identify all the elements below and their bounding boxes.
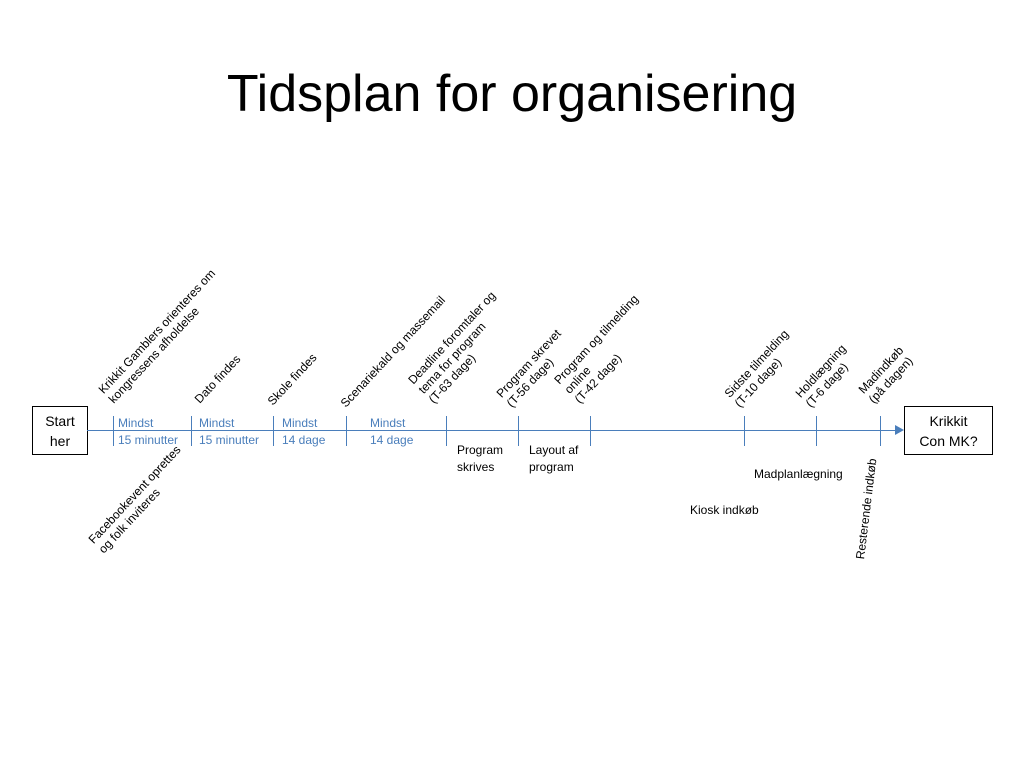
milestone-above: Dato findes	[192, 352, 244, 406]
duration-line: Mindst	[118, 416, 154, 430]
page-title: Tidsplan for organisering	[226, 65, 798, 123]
timeline-tick	[446, 416, 447, 446]
timeline-tick	[518, 416, 519, 446]
duration-line: Mindst	[282, 416, 318, 430]
start-box: Start her	[32, 406, 88, 455]
timeline-tick	[113, 416, 114, 446]
milestone-line: Dato findes	[191, 352, 244, 406]
end-box: Krikkit Con MK?	[904, 406, 993, 455]
activity-label: Kiosk indkøb	[690, 502, 759, 519]
duration-label: Mindst 15 minutter	[118, 415, 178, 449]
milestone-below: Resterende indkøb	[853, 458, 879, 560]
end-box-line: Con MK?	[919, 432, 978, 449]
duration-label: Mindst 14 dage	[370, 415, 413, 449]
timeline-tick	[590, 416, 591, 446]
activity-label: Madplanlægning	[754, 466, 843, 483]
activity-line: Program	[457, 443, 504, 457]
milestone-above: Sidste tilmelding (T-10 dage)	[722, 327, 802, 410]
timeline-arrow-icon	[895, 425, 904, 435]
timeline-axis	[87, 430, 902, 431]
timeline-tick	[744, 416, 745, 446]
start-box-line: her	[49, 432, 71, 449]
duration-line: 14 dage	[370, 433, 414, 447]
duration-line: 15 minutter	[118, 433, 179, 447]
end-box-line: Krikkit	[929, 412, 968, 429]
milestone-line: Resterende indkøb	[853, 457, 880, 560]
milestone-line: online	[561, 363, 594, 397]
activity-label: Program skrives	[457, 442, 503, 476]
duration-line: Mindst	[199, 416, 235, 430]
activity-line: Layout af	[529, 443, 579, 457]
duration-label: Mindst 14 dage	[282, 415, 325, 449]
start-box-line: Start	[45, 412, 75, 429]
milestone-line: og folk inviteres	[95, 485, 163, 556]
timeline-tick	[346, 416, 347, 446]
activity-line: program	[529, 460, 574, 474]
activity-label: Layout af program	[529, 442, 578, 476]
duration-line: Mindst	[370, 416, 406, 430]
duration-line: 15 minutter	[199, 433, 260, 447]
milestone-line: Skole findes	[264, 350, 320, 408]
milestone-above: Skole findes	[265, 351, 320, 408]
timeline-tick	[880, 416, 881, 446]
milestone-line: Krikkit Gamblers orienteres om	[95, 266, 219, 397]
duration-line: 14 dage	[282, 433, 326, 447]
timeline-tick	[191, 416, 192, 446]
milestone-below: Facebookevent oprettes og folk inviteres	[86, 443, 194, 556]
milestone-above: Madindkøb (på dagen)	[856, 343, 917, 406]
milestone-above: Holdlægning (T-6 dage)	[793, 342, 859, 410]
timeline-tick	[273, 416, 274, 446]
activity-line: Kiosk indkøb	[690, 503, 759, 517]
duration-label: Mindst 15 minutter	[199, 415, 259, 449]
timeline-tick	[816, 416, 817, 446]
activity-line: Madplanlægning	[754, 467, 843, 481]
milestone-line: Facebookevent oprettes	[85, 442, 184, 547]
activity-line: skrives	[457, 460, 495, 474]
